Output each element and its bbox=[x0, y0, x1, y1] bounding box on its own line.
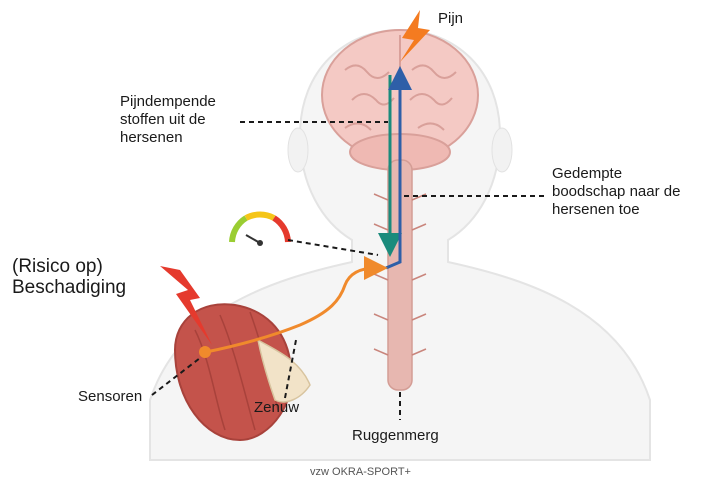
muted-message-label-line3: hersenen toe bbox=[552, 201, 640, 218]
spinal-cord-label: Ruggenmerg bbox=[352, 427, 439, 444]
muted-message-label-line2: boodschap naar de bbox=[552, 183, 680, 200]
risk-label-line1: (Risico op) bbox=[12, 256, 103, 277]
gauge-icon bbox=[232, 215, 288, 246]
nerve-label: Zenuw bbox=[254, 399, 299, 416]
sensors-label: Sensoren bbox=[78, 388, 142, 405]
pain-relief-label-line3: hersenen bbox=[120, 129, 183, 146]
risk-label-line2: Beschadiging bbox=[12, 277, 126, 298]
sensor-dot bbox=[199, 346, 211, 358]
pain-relief-label-line1: Pijndempende bbox=[120, 93, 216, 110]
pain-label: Pijn bbox=[438, 10, 463, 27]
pain-relief-label-line2: stoffen uit de bbox=[120, 111, 206, 128]
caption: vzw OKRA-SPORT+ bbox=[0, 466, 721, 478]
muted-message-label-line1: Gedempte bbox=[552, 165, 622, 182]
